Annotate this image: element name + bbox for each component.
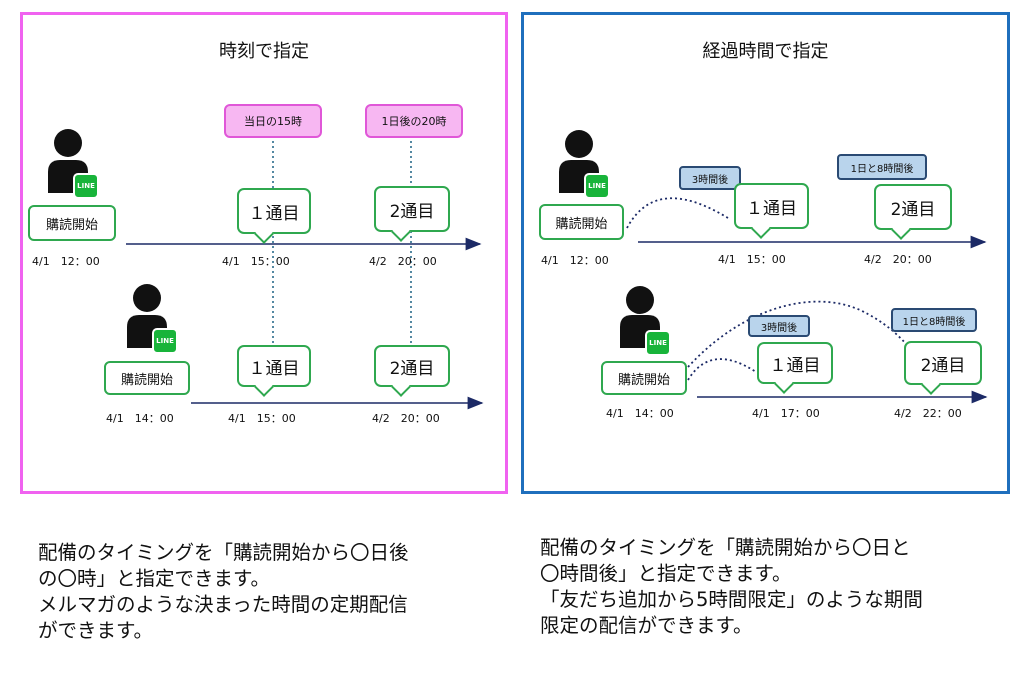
- line-app-icon: LINE: [73, 173, 99, 199]
- tag-next-day-20h: 1日後の20時: [365, 104, 463, 138]
- start-time: 4/1 12：00: [541, 254, 609, 267]
- caption-left: 配備のタイミングを「購読開始から〇日後 の〇時」と指定できます。 メルマガのよう…: [38, 540, 409, 644]
- panel-title-left: 時刻で指定: [219, 41, 309, 62]
- message-1-time: 4/1 15：00: [228, 412, 296, 425]
- message-1-bubble: １通目: [237, 188, 311, 234]
- caption-right: 配備のタイミングを「購読開始から〇日と 〇時間後」と指定できます。 「友だち追加…: [540, 535, 923, 639]
- tag-1-day-8-hours-later: 1日と8時間後: [837, 154, 927, 180]
- tag-3-hours-later: 3時間後: [748, 315, 810, 337]
- message-2-bubble: 2通目: [374, 345, 450, 387]
- panel-title-right: 経過時間で指定: [702, 41, 829, 62]
- tag-3-hours-later: 3時間後: [679, 166, 741, 190]
- message-2-time: 4/2 20：00: [372, 412, 440, 425]
- message-1-bubble: １通目: [734, 183, 809, 229]
- message-1-time: 4/1 15：00: [718, 253, 786, 266]
- message-2-time: 4/2 20：00: [864, 253, 932, 266]
- caption-line: 配備のタイミングを「購読開始から〇日と: [540, 536, 911, 559]
- message-2-bubble: 2通目: [904, 341, 982, 385]
- panel-elapsed-time: 経過時間で指定: [521, 12, 1010, 494]
- message-1-time: 4/1 17：00: [752, 407, 820, 420]
- start-time: 4/1 12：00: [32, 255, 100, 268]
- caption-line: 限定の配信ができます。: [540, 614, 753, 637]
- line-app-icon: LINE: [152, 328, 178, 354]
- subscribe-start-box: 購読開始: [539, 204, 624, 240]
- elapsed-curve-3h: [626, 197, 729, 229]
- caption-line: 「友だち追加から5時間限定」のような期間: [540, 588, 923, 611]
- subscribe-start-box: 購読開始: [28, 205, 116, 241]
- caption-line: の〇時」と指定できます。: [38, 567, 271, 590]
- start-time: 4/1 14：00: [606, 407, 674, 420]
- message-1-time: 4/1 15：00: [222, 255, 290, 268]
- caption-line: 〇時間後」と指定できます。: [540, 562, 792, 585]
- caption-line: ができます。: [38, 619, 154, 642]
- caption-line: メルマガのような決まった時間の定期配信: [38, 593, 408, 616]
- line-app-icon: LINE: [645, 330, 671, 356]
- start-time: 4/1 14：00: [106, 412, 174, 425]
- message-2-time: 4/2 22：00: [894, 407, 962, 420]
- subscribe-start-box: 購読開始: [104, 361, 190, 395]
- tag-same-day-15h: 当日の15時: [224, 104, 322, 138]
- subscribe-start-box: 購読開始: [601, 361, 687, 395]
- caption-line: 配備のタイミングを「購読開始から〇日後: [38, 541, 409, 564]
- message-1-bubble: １通目: [757, 342, 833, 384]
- message-2-bubble: 2通目: [874, 184, 952, 230]
- message-2-bubble: 2通目: [374, 186, 450, 232]
- elapsed-curve-3h: [687, 358, 757, 381]
- message-1-bubble: １通目: [237, 345, 311, 387]
- message-2-time: 4/2 20：00: [369, 255, 437, 268]
- panel-time-of-day: 時刻で指定: [20, 12, 508, 494]
- tag-1-day-8-hours-later: 1日と8時間後: [891, 308, 977, 332]
- line-app-icon: LINE: [584, 173, 610, 199]
